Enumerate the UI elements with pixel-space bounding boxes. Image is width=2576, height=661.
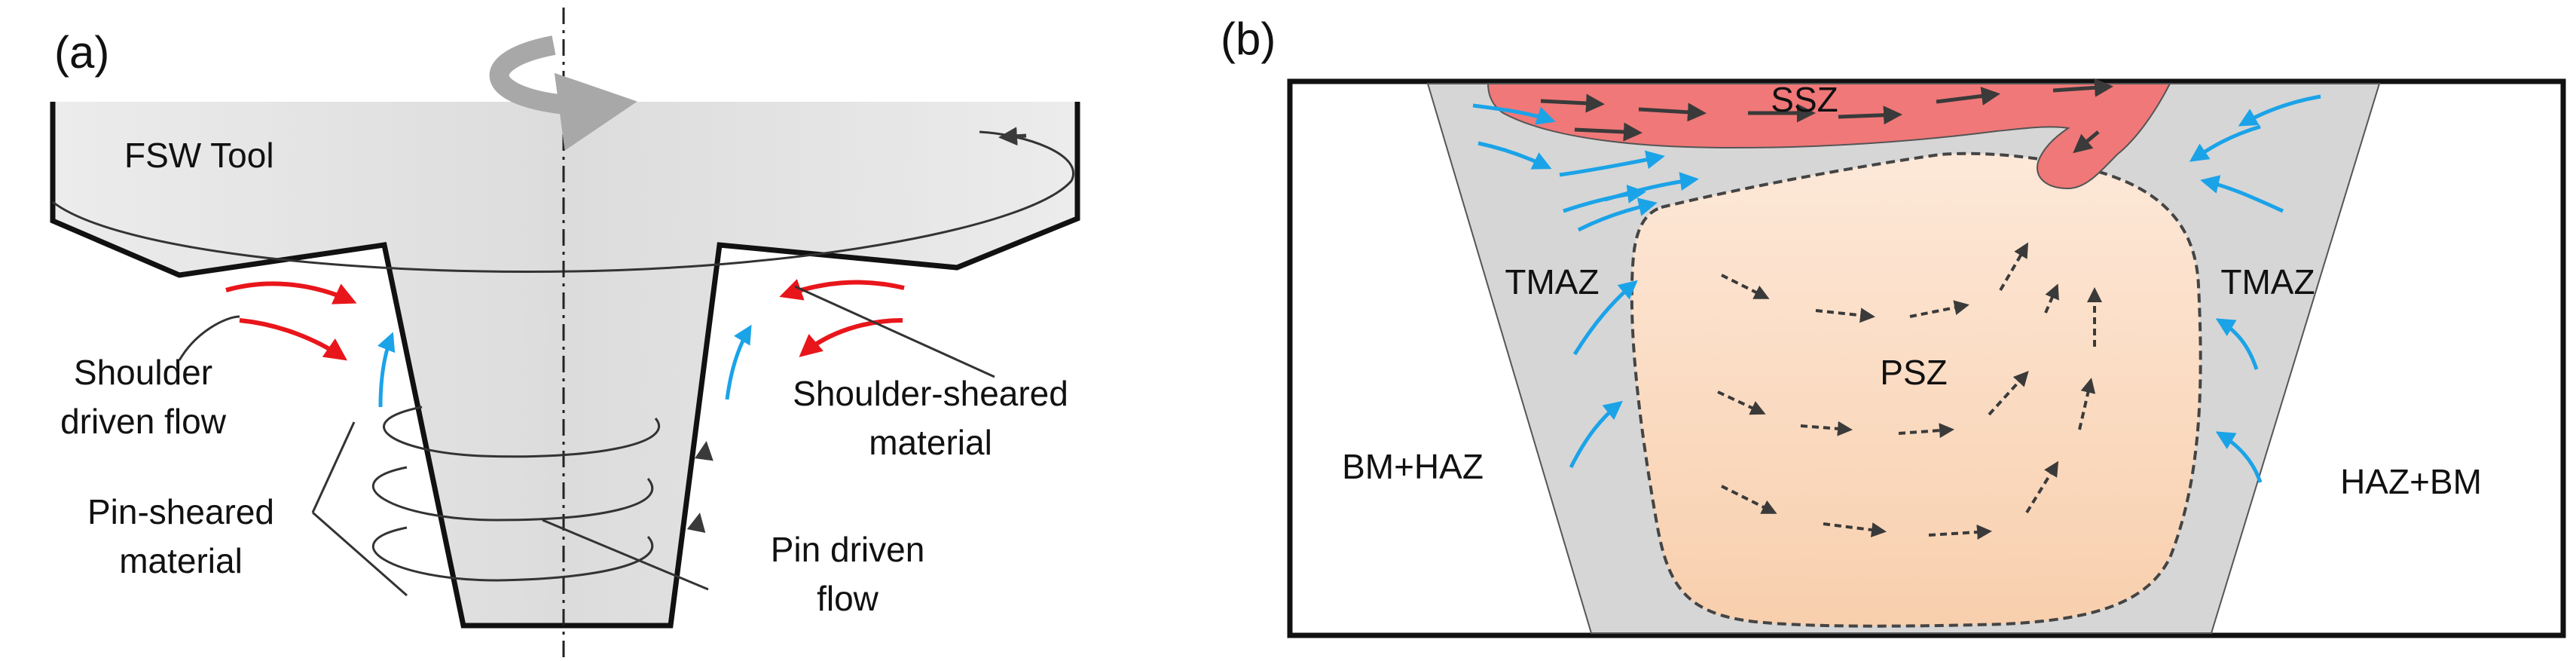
shoulder-rotation-arrow: [998, 127, 1027, 146]
blue-flow-arrow-right: [725, 324, 752, 400]
tmaz-left-label: TMAZ: [1505, 262, 1599, 301]
blue-flow-arrows-right: [2189, 94, 2321, 483]
panel-a: (a) FSW Tool Shoulder dr: [50, 8, 1080, 659]
shoulder-flow-label-1: Shoulder: [74, 353, 212, 392]
ssz-flow-arrows: [1540, 78, 2113, 154]
pin-sheared-label-2: material: [119, 541, 243, 580]
red-flow-arrow-left-1: [225, 281, 357, 304]
shoulder-rotation-line: [52, 130, 1074, 273]
leader-pin-flow: [542, 519, 709, 591]
shoulder-sheared-label-1: Shoulder-sheared: [793, 374, 1068, 413]
helix-arrow-2: [686, 513, 706, 534]
fsw-tool-body: [53, 102, 1077, 626]
pin-helix-line: [371, 405, 661, 582]
leader-shoulder-flow: [178, 315, 240, 361]
shoulder-flow-label-2: driven flow: [60, 402, 227, 441]
haz-bm-label: HAZ+BM: [2340, 462, 2482, 501]
red-flow-arrow-right-1: [779, 279, 905, 301]
red-flow-arrow-left-2: [239, 318, 347, 361]
pin-flow-label-2: flow: [817, 579, 879, 618]
red-flow-arrow-right-2: [799, 318, 903, 357]
tmaz-right-label: TMAZ: [2220, 262, 2315, 301]
pin-sheared-label-1: Pin-sheared: [87, 492, 274, 531]
rotation-direction-icon: [489, 35, 637, 151]
fsw-tool-outline: [50, 102, 1080, 629]
tool-label: FSW Tool: [124, 136, 274, 175]
shoulder-sheared-label-2: material: [869, 423, 992, 462]
helix-arrow-1: [694, 441, 714, 461]
panel-a-label: (a): [54, 27, 109, 78]
psz-label: PSZ: [1880, 353, 1947, 392]
blue-flow-arrows-left: [1472, 103, 1699, 469]
panel-b-label: (b): [1221, 14, 1276, 64]
panel-b: (b): [1221, 14, 2566, 638]
pin-flow-label-1: Pin driven: [771, 530, 925, 569]
psz-flow-arrows: [1717, 242, 2102, 540]
leader-shoulder-sheared: [794, 285, 995, 378]
ssz-label: SSZ: [1771, 80, 1838, 119]
blue-flow-arrow-left: [377, 332, 396, 408]
leader-pin-sheared: [311, 421, 408, 597]
bm-haz-label: BM+HAZ: [1342, 447, 1484, 486]
